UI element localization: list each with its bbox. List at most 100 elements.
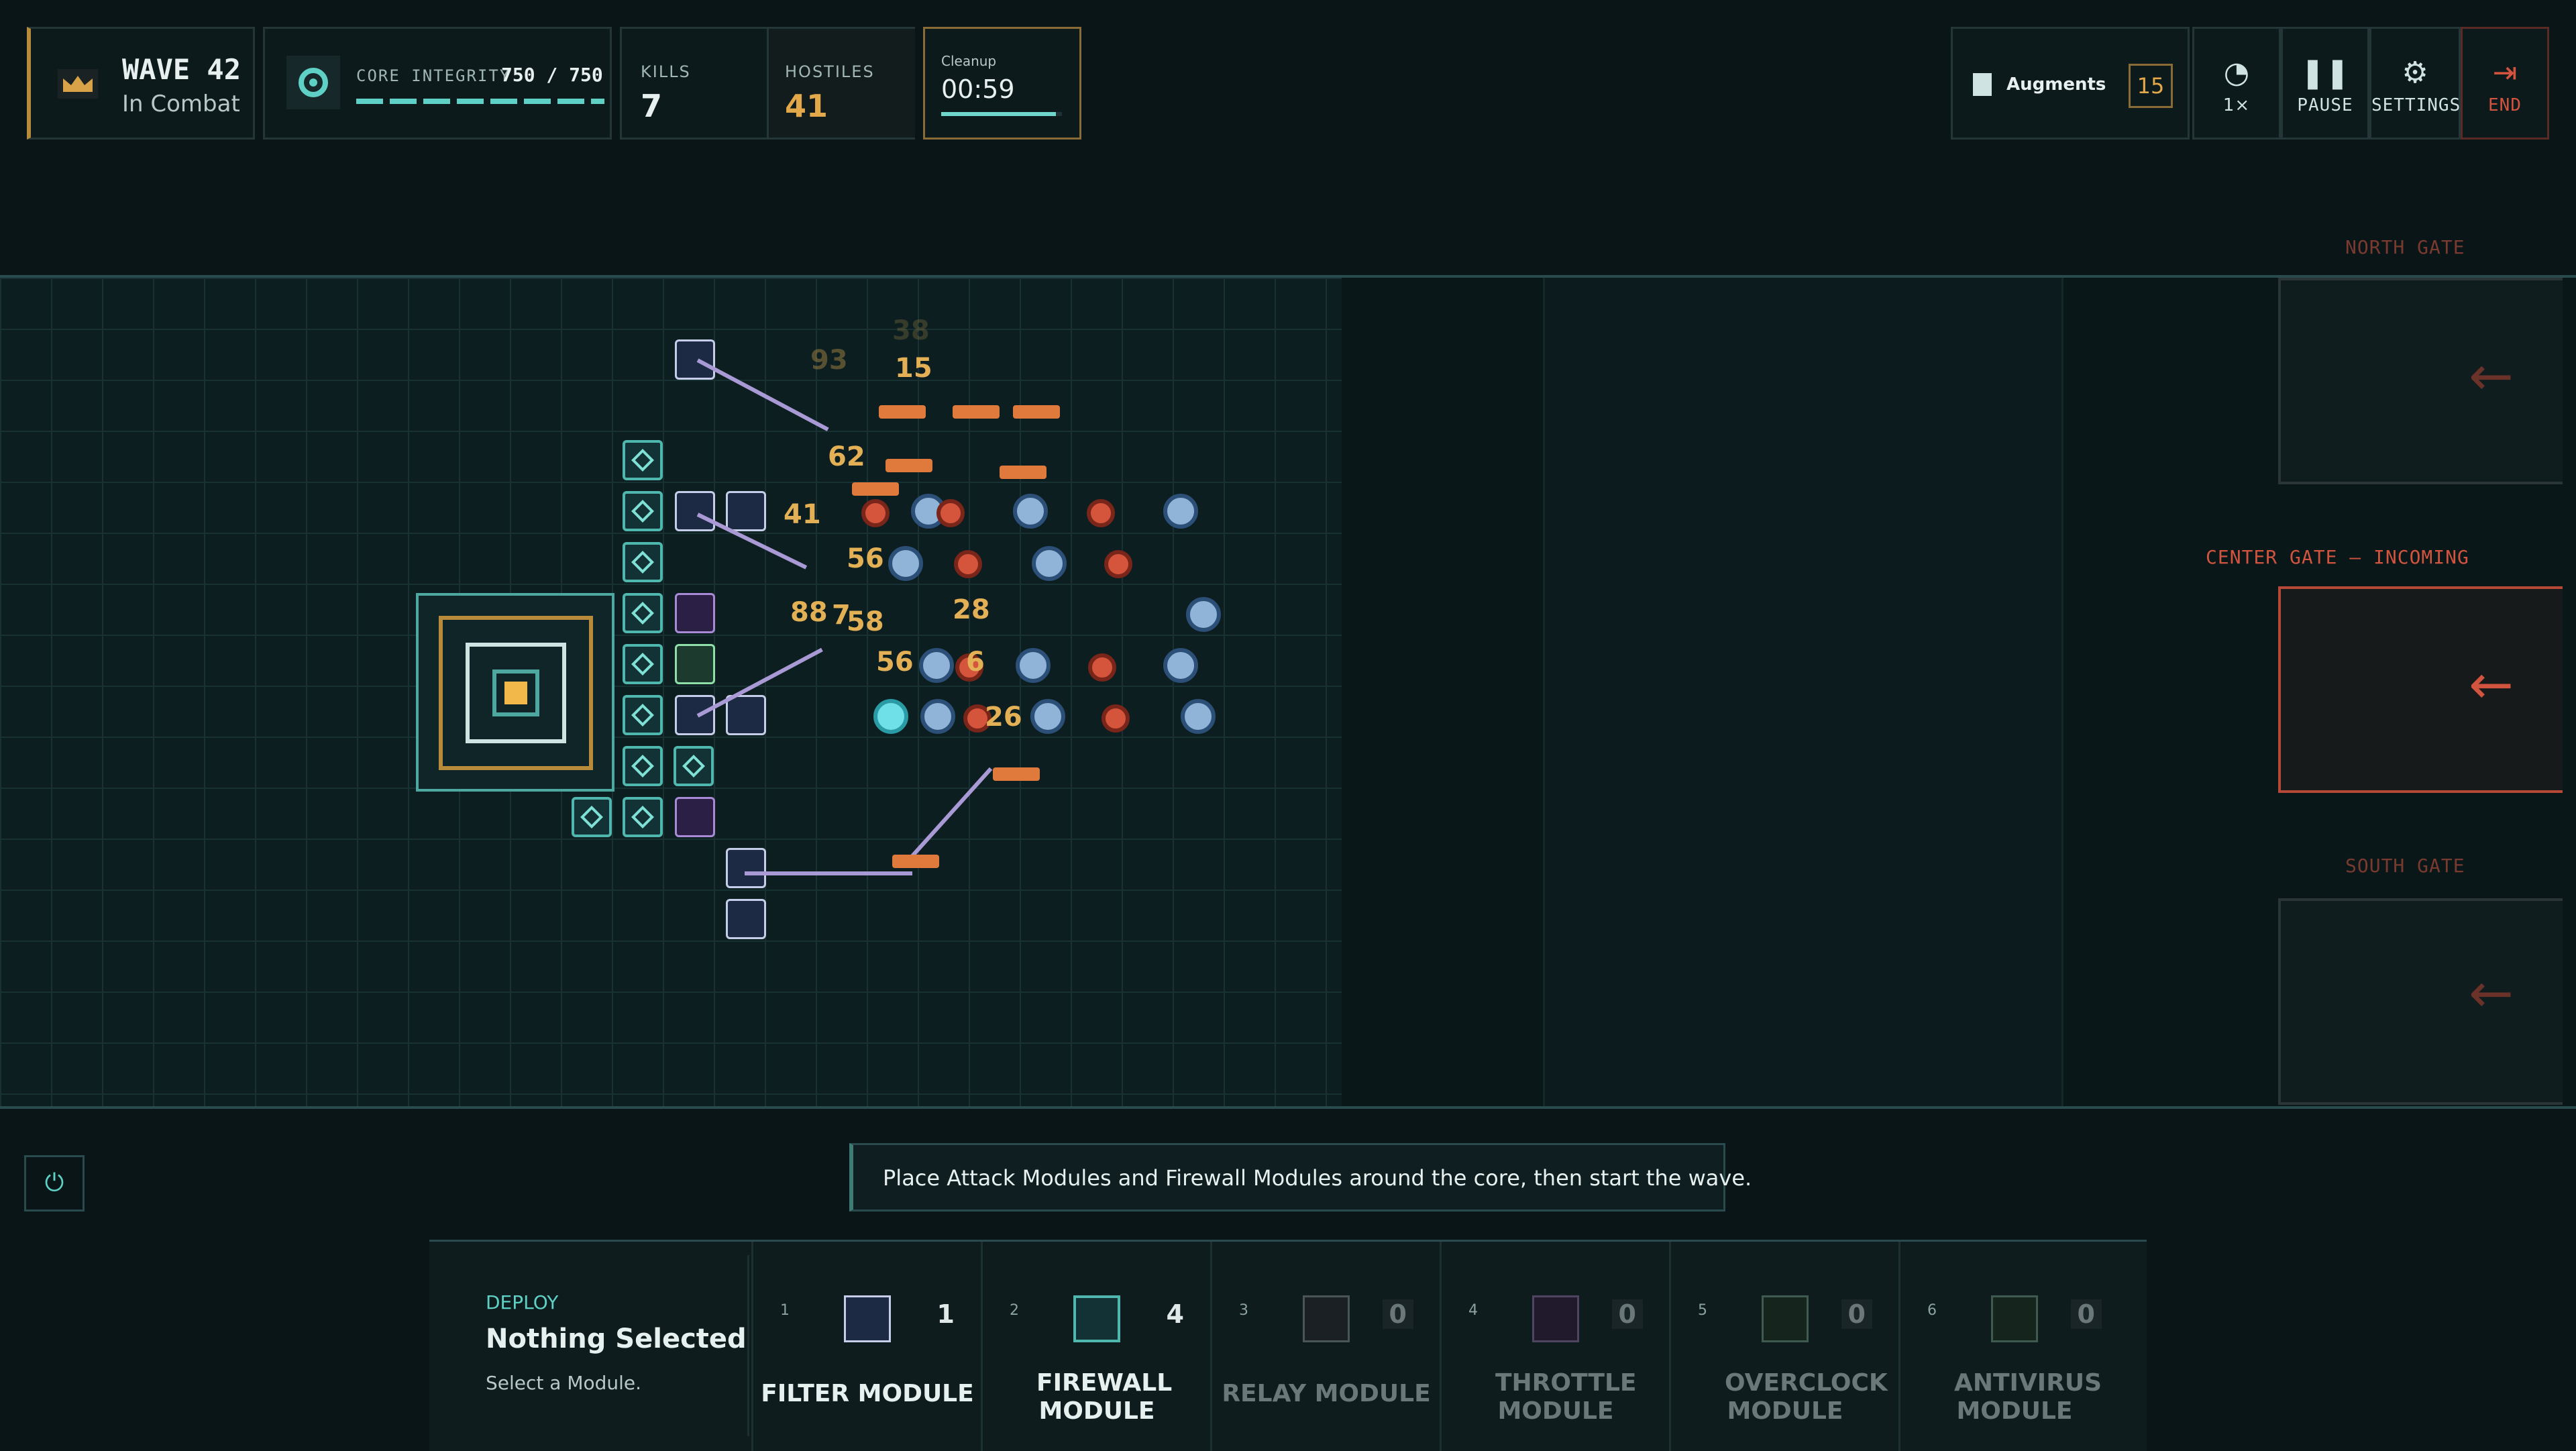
- center-gate-arrow-icon: ←: [2469, 653, 2514, 716]
- firewall-module[interactable]: [623, 491, 663, 531]
- end-button[interactable]: ⇥ END: [2461, 27, 2549, 140]
- relay-module[interactable]: [675, 593, 715, 633]
- filter-module[interactable]: [726, 899, 766, 939]
- filter-module[interactable]: [675, 339, 715, 380]
- filter-module[interactable]: [675, 695, 715, 735]
- filter-module-card[interactable]: 1 1 FILTER MODULE: [751, 1242, 981, 1451]
- power-button[interactable]: ⏻: [24, 1155, 85, 1212]
- damage-number: 38: [892, 315, 930, 346]
- kills-value: 7: [641, 88, 663, 124]
- overclock-module-icon: [1762, 1295, 1809, 1342]
- timer-label: Cleanup: [941, 53, 997, 69]
- firewall-module[interactable]: [623, 644, 663, 684]
- timer-value: 00:59: [941, 74, 1015, 104]
- speedometer-icon: ◔: [2223, 56, 2250, 90]
- firewall-module[interactable]: [623, 542, 663, 582]
- enemy-worm: [1163, 494, 1198, 529]
- filter-module[interactable]: [675, 491, 715, 531]
- enemy-worm: [1032, 546, 1067, 581]
- core-integrity-bar: [356, 99, 604, 104]
- antivirus-module[interactable]: [675, 644, 715, 684]
- filter-module[interactable]: [726, 491, 766, 531]
- card-key: 3: [1239, 1302, 1248, 1319]
- damage-number: 56: [876, 647, 914, 678]
- relay-module[interactable]: [675, 797, 715, 837]
- enemy-worm: [919, 648, 954, 683]
- card-name: FIREWALL MODULE: [1036, 1369, 1173, 1425]
- firewall-module[interactable]: [623, 593, 663, 633]
- enemy-worm-highlighted: [873, 699, 908, 734]
- card-key: 4: [1468, 1302, 1478, 1319]
- enemy-trojan: [885, 459, 932, 472]
- deploy-selection: Nothing Selected: [486, 1324, 747, 1354]
- pause-button[interactable]: ❚❚ PAUSE: [2281, 27, 2369, 140]
- card-key: 6: [1927, 1302, 1937, 1319]
- damage-number: 15: [895, 353, 932, 384]
- damage-number: 58: [847, 606, 884, 637]
- core-integrity-label: CORE INTEGRITY: [356, 66, 511, 85]
- south-gate-label: SOUTH GATE: [2345, 855, 2465, 877]
- enemy-worm: [1013, 494, 1048, 529]
- enemy-trojan: [1013, 405, 1060, 419]
- enemy-virus: [936, 499, 965, 527]
- north-gate-label: NORTH GATE: [2345, 236, 2465, 258]
- firewall-module[interactable]: [674, 746, 714, 786]
- deploy-subtitle: Select a Module.: [486, 1372, 642, 1394]
- power-icon: ⏻: [44, 1169, 64, 1197]
- card-count: 0: [1382, 1299, 1413, 1329]
- wave-panel: WAVE 42 In Combat: [27, 27, 255, 140]
- enemy-virus: [861, 499, 890, 527]
- card-count: 4: [1166, 1299, 1184, 1329]
- relay-module-card[interactable]: 3 0 RELAY MODULE: [1210, 1242, 1440, 1451]
- deploy-divider: [747, 1255, 749, 1436]
- firewall-module[interactable]: [623, 695, 663, 735]
- damage-number: 41: [784, 499, 821, 530]
- firewall-module[interactable]: [572, 797, 612, 837]
- augments-count: 15: [2129, 64, 2173, 108]
- card-name: THROTTLE MODULE: [1495, 1369, 1637, 1425]
- firewall-module[interactable]: [623, 746, 663, 786]
- firewall-module[interactable]: [623, 797, 663, 837]
- hostiles-label: HOSTILES: [785, 62, 875, 81]
- card-key: 2: [1010, 1302, 1019, 1319]
- card-count: 0: [1841, 1299, 1872, 1329]
- overclock-module-card[interactable]: 5 0 OVERCLOCK MODULE: [1669, 1242, 1899, 1451]
- augments-button[interactable]: Augments 15: [1951, 27, 2190, 140]
- enemy-virus: [963, 704, 991, 733]
- filter-module[interactable]: [726, 848, 766, 888]
- enemy-worm: [1186, 597, 1221, 632]
- speed-button[interactable]: ◔ 1×: [2192, 27, 2281, 140]
- enemy-trojan: [892, 855, 939, 868]
- card-key: 1: [780, 1302, 790, 1319]
- hostiles-section: HOSTILES 41: [767, 29, 915, 138]
- firewall-module[interactable]: [623, 440, 663, 480]
- battlefield-lane-mid: [1543, 278, 2063, 1106]
- core-inner-frame: [466, 643, 566, 743]
- firewall-module-card[interactable]: 2 4 FIREWALL MODULE: [981, 1242, 1211, 1451]
- enemy-trojan: [879, 405, 926, 419]
- core[interactable]: [416, 593, 614, 792]
- throttle-module-card[interactable]: 4 0 THROTTLE MODULE: [1440, 1242, 1670, 1451]
- damage-number: 6: [966, 647, 985, 678]
- card-name: RELAY MODULE: [1222, 1380, 1431, 1407]
- hint-banner: Place Attack Modules and Firewall Module…: [849, 1143, 1752, 1212]
- deploy-title: DEPLOY: [486, 1291, 559, 1313]
- filter-module[interactable]: [726, 695, 766, 735]
- south-gate-zone: [2278, 898, 2563, 1105]
- battlefield[interactable]: ← ← ←: [0, 275, 2576, 1109]
- core-integrity-value: 750 / 750: [501, 64, 603, 86]
- card-count: 0: [2070, 1299, 2102, 1329]
- enemy-worm: [1163, 648, 1198, 683]
- attack-beam: [696, 358, 829, 431]
- center-gate-label: CENTER GATE — INCOMING: [2206, 546, 2469, 568]
- enemy-virus: [955, 653, 983, 682]
- kills-label: KILLS: [641, 62, 691, 81]
- timer-bar-track: [941, 112, 1062, 116]
- settings-button[interactable]: ⚙ SETTINGS: [2369, 27, 2461, 140]
- settings-label: SETTINGS: [2371, 95, 2461, 115]
- document-icon: [1973, 73, 1992, 96]
- end-label: END: [2488, 95, 2522, 115]
- hint-text: Place Attack Modules and Firewall Module…: [883, 1165, 1752, 1191]
- antivirus-module-card[interactable]: 6 0 ANTIVIRUS MODULE: [1898, 1242, 2129, 1451]
- enemy-virus: [1102, 704, 1130, 733]
